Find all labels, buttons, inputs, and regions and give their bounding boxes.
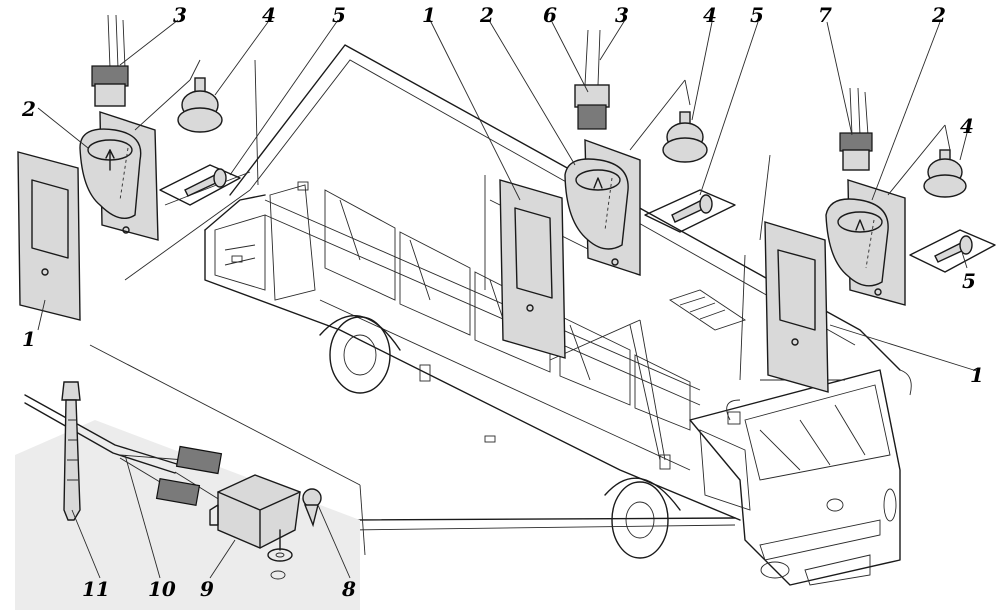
callout-label: 2 [479, 3, 494, 27]
part-group-right [764, 87, 996, 393]
bulb-socket-4-middle [662, 111, 708, 163]
screw-5-right [909, 229, 996, 273]
callout-label: 2 [931, 3, 946, 27]
callout-label: 7 [818, 3, 832, 27]
screw-5-left [159, 164, 241, 206]
gasket-1-middle [499, 179, 566, 359]
callout-label: 11 [82, 577, 110, 601]
front-wheel [604, 477, 681, 559]
lamp-housing-2-right [825, 179, 906, 306]
lamp-housing-2-middle [564, 138, 641, 276]
gasket-1-right [764, 221, 829, 393]
callout-label: 3 [615, 3, 629, 27]
callout-label: 5 [962, 269, 976, 293]
callout-label: 4 [960, 114, 974, 138]
part-group-middle [499, 29, 736, 359]
connector-6-middle [574, 29, 610, 130]
connector-7-right [839, 87, 873, 171]
callout-leaders [37, 19, 981, 579]
callout-label: 10 [148, 577, 176, 601]
bus-drawing [204, 44, 912, 586]
cable-tie-11 [61, 381, 81, 521]
callout-label: 6 [543, 3, 557, 27]
part-group-relay [15, 381, 360, 610]
callout-label: 1 [422, 3, 436, 27]
bulb-socket-4-right [923, 149, 967, 198]
callout-label: 1 [970, 363, 984, 387]
side-windows [324, 189, 691, 431]
callout-labels: 3 4 5 2 1 1 2 6 3 4 5 7 2 4 5 1 11 10 9 … [21, 3, 984, 601]
callout-label: 9 [200, 577, 214, 601]
callout-label: 1 [22, 327, 36, 351]
callout-label: 4 [262, 3, 276, 27]
screw-5-middle [644, 189, 736, 233]
callout-label: 8 [341, 577, 356, 601]
callout-label: 5 [332, 3, 346, 27]
gasket-1-left [17, 151, 81, 321]
part-group-left [17, 14, 241, 321]
connector-3-left [91, 14, 129, 107]
callout-label: 2 [21, 97, 36, 121]
callout-label: 4 [703, 3, 717, 27]
lamp-housing-2-left [79, 111, 159, 241]
bus-front [689, 369, 912, 586]
rear-wheel [319, 315, 401, 394]
relay-9 [209, 474, 301, 580]
screw-8 [302, 488, 322, 528]
callout-label: 3 [173, 3, 187, 27]
callout-label: 5 [750, 3, 764, 27]
bulb-socket-4-left [177, 77, 223, 133]
